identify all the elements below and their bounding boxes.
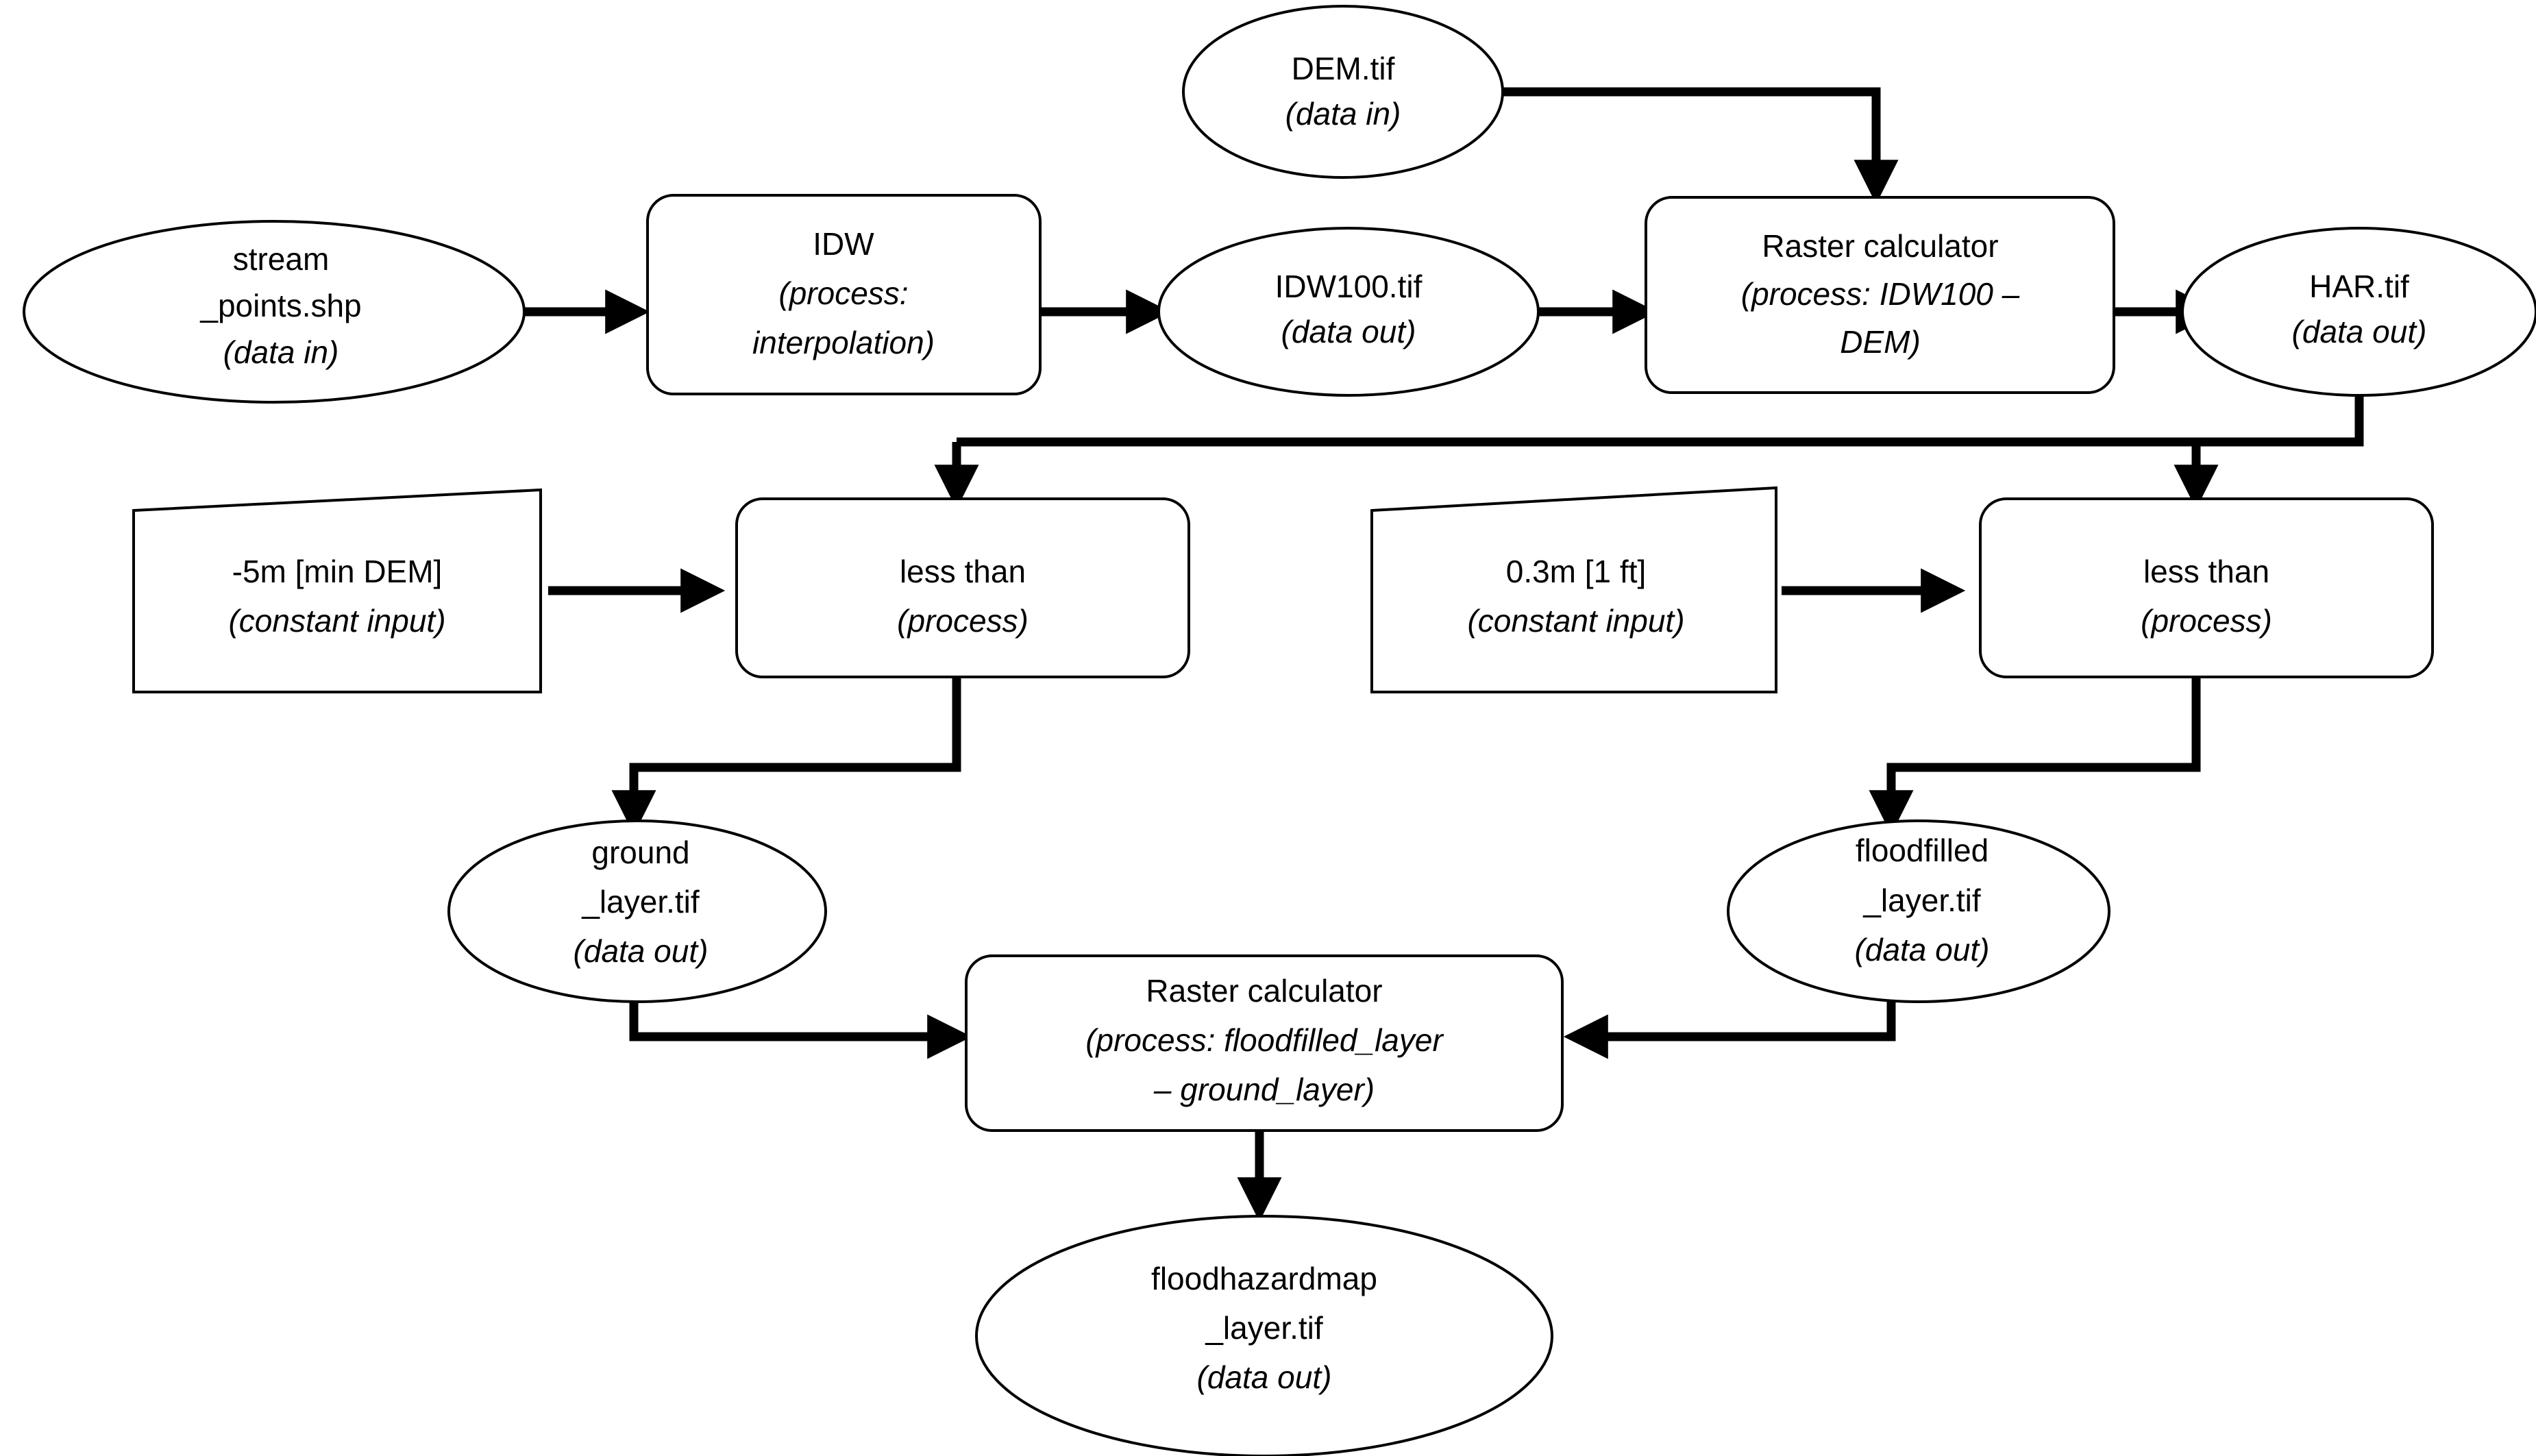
edge-har-branch-trunk [957, 391, 2364, 447]
node-less-than-left[interactable]: less than (process) [735, 497, 1190, 678]
edge-lessthan-right-to-floodfilled [1869, 675, 2201, 835]
node-dem-line1: DEM.tif [1292, 51, 1395, 86]
node-idw100-ellipse [1157, 227, 1540, 397]
node-stream-points-line1: stream [233, 241, 330, 277]
node-floodfilled-layer[interactable]: floodfilled _layer.tif (data out) [1727, 819, 2110, 1003]
node-less-than-right-line1: less than [2143, 554, 2269, 589]
node-idw-line2: (process: [778, 275, 908, 311]
node-stream-points[interactable]: stream _points.shp (data in) [23, 220, 526, 404]
node-ground-layer-line3: (data out) [574, 933, 709, 969]
node-floodfilled-layer-line2: _layer.tif [1862, 883, 1981, 918]
node-dem-line2: (data in) [1285, 96, 1401, 132]
node-har-line2: (data out) [2292, 314, 2427, 349]
node-floodfilled-layer-ellipse [1727, 819, 2110, 1003]
node-const-03m-line2: (constant input) [1467, 603, 1684, 639]
edge-floodfilled-to-rastercalc-bottom [1563, 1000, 1896, 1059]
edge-lessthan-left-to-ground [611, 675, 961, 835]
node-raster-calculator-top-line1: Raster calculator [1762, 228, 1998, 264]
node-raster-calculator-top[interactable]: Raster calculator (process: IDW100 – DEM… [1645, 196, 2115, 394]
node-ground-layer-line2: _layer.tif [581, 884, 700, 920]
node-idw100-line2: (data out) [1281, 314, 1416, 349]
node-ground-layer-line1: ground [591, 835, 689, 870]
node-idw-line1: IDW [813, 226, 874, 262]
node-ground-layer[interactable]: ground _layer.tif (data out) [447, 819, 827, 1003]
edge-dem-to-rastercalc [1503, 87, 1899, 205]
node-less-than-left-rect [735, 497, 1190, 678]
node-const-minus5m-line1: -5m [min DEM] [232, 554, 443, 589]
node-const-minus5m[interactable]: -5m [min DEM] (constant input) [132, 488, 542, 693]
node-const-03m-shape [1370, 486, 1777, 693]
node-less-than-right[interactable]: less than (process) [1979, 497, 2434, 678]
node-const-03m-line1: 0.3m [1 ft] [1506, 554, 1647, 589]
node-const-minus5m-line2: (constant input) [228, 603, 445, 639]
node-floodhazardmap-line3: (data out) [1197, 1359, 1332, 1395]
node-har[interactable]: HAR.tif (data out) [2181, 227, 2536, 397]
node-stream-points-line2: _points.shp [199, 288, 361, 323]
node-idw[interactable]: IDW (process: interpolation) [646, 194, 1042, 395]
node-raster-calculator-bottom-rect [965, 954, 1564, 1132]
node-dem[interactable]: DEM.tif (data in) [1182, 5, 1504, 179]
edge-ground-to-rastercalc-bottom [629, 1000, 972, 1059]
node-raster-calculator-bottom-line3: – ground_layer) [1153, 1072, 1375, 1107]
node-const-minus5m-shape [132, 488, 542, 693]
node-idw-line3: interpolation) [752, 325, 935, 360]
node-less-than-left-line1: less than [900, 554, 1026, 589]
node-stream-points-line3: (data in) [223, 334, 339, 370]
node-raster-calculator-bottom-line2: (process: floodfilled_layer [1085, 1022, 1444, 1058]
node-idw-rect [646, 194, 1042, 395]
node-idw100[interactable]: IDW100.tif (data out) [1157, 227, 1540, 397]
node-har-ellipse [2181, 227, 2536, 397]
node-const-03m[interactable]: 0.3m [1 ft] (constant input) [1370, 486, 1777, 693]
node-less-than-left-line2: (process) [897, 603, 1029, 639]
node-floodfilled-layer-line1: floodfilled [1856, 832, 1989, 868]
node-raster-calculator-top-line3: DEM) [1840, 324, 1921, 360]
node-raster-calculator-top-line2: (process: IDW100 – [1741, 276, 2020, 312]
node-ground-layer-ellipse [447, 819, 827, 1003]
node-idw100-line1: IDW100.tif [1275, 269, 1423, 304]
node-raster-calculator-bottom-line1: Raster calculator [1146, 973, 1382, 1009]
node-dem-ellipse [1182, 5, 1504, 179]
node-floodhazardmap-line1: floodhazardmap [1151, 1261, 1377, 1296]
node-raster-calculator-bottom[interactable]: Raster calculator (process: floodfilled_… [965, 954, 1564, 1132]
node-stream-points-ellipse [23, 220, 526, 404]
node-floodhazardmap-line2: _layer.tif [1205, 1310, 1323, 1346]
node-floodhazardmap-ellipse [975, 1215, 1553, 1456]
node-less-than-right-line2: (process) [2141, 603, 2272, 639]
node-floodhazardmap[interactable]: floodhazardmap _layer.tif (data out) [975, 1215, 1553, 1456]
node-raster-calculator-top-rect [1645, 196, 2115, 394]
connectors [509, 87, 2364, 1222]
node-less-than-right-rect [1979, 497, 2434, 678]
node-floodfilled-layer-line3: (data out) [1855, 932, 1990, 967]
node-har-line1: HAR.tif [2309, 269, 2409, 304]
